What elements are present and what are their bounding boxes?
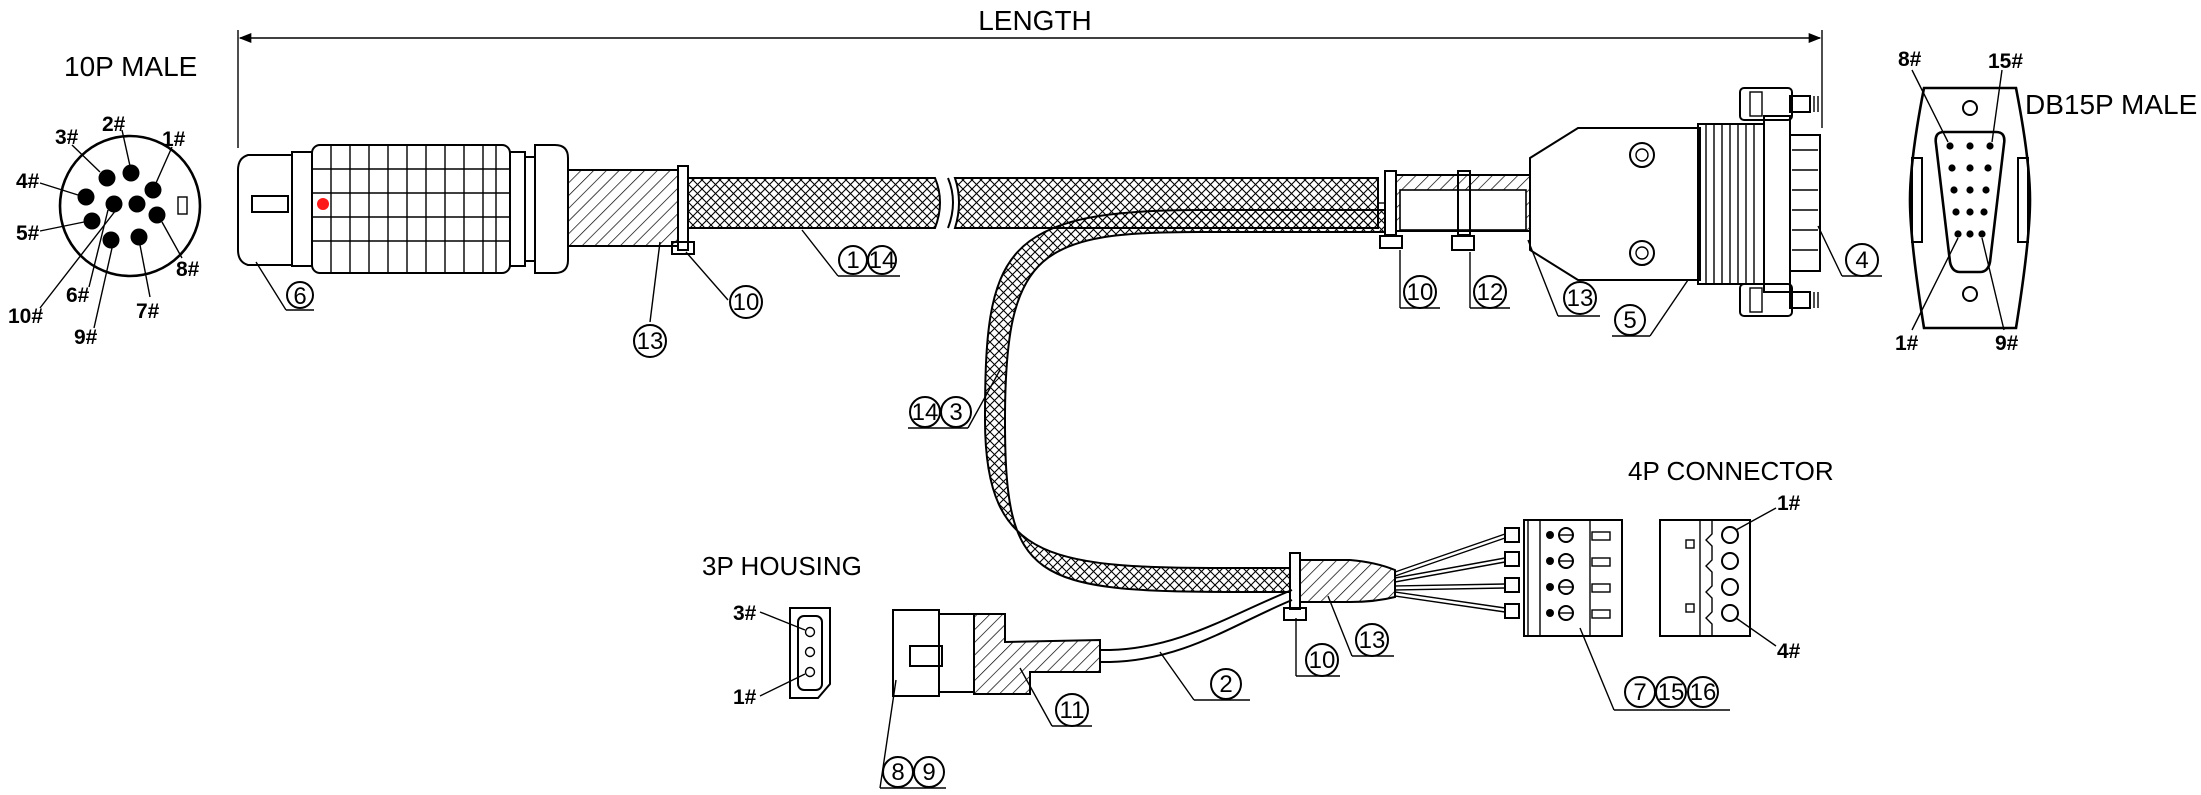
callout-13-left: 13 xyxy=(633,241,667,358)
length-label: LENGTH xyxy=(978,5,1092,36)
db15-pin-label: 8# xyxy=(1898,48,1922,71)
db15-male-face: DB15P MALE 8# 15# 1# 9# xyxy=(1895,48,2197,355)
p10-pin-label: 9# xyxy=(74,326,98,349)
db15-pin-label: 15# xyxy=(1988,50,2023,73)
callout-number: 9 xyxy=(922,759,935,786)
p10-pin-label: 1# xyxy=(162,128,186,151)
p10-pin-label: 7# xyxy=(136,300,160,323)
p4-connector-face: 4P CONNECTOR 1# 4# xyxy=(1628,456,1834,663)
p10-pin-label: 8# xyxy=(176,258,200,281)
p10-pins xyxy=(77,164,166,249)
p3-housing-face: 3P HOUSING 3# 1# xyxy=(702,551,862,709)
db15-pin-label: 1# xyxy=(1895,332,1919,355)
callout-number: 13 xyxy=(1359,627,1386,654)
callout-10-bottom: 10 xyxy=(1295,618,1340,677)
callout-2: 2 xyxy=(1159,651,1250,701)
p4-pin-label: 1# xyxy=(1777,492,1801,515)
callout-11: 11 xyxy=(1019,667,1092,727)
callout-number: 2 xyxy=(1219,671,1232,698)
callout-number: 10 xyxy=(1309,647,1336,674)
callout-number: 16 xyxy=(1690,679,1717,706)
label-band xyxy=(1451,170,1475,251)
p10-pin-label: 2# xyxy=(102,113,126,136)
callout-10-left: 10 xyxy=(685,251,763,319)
callout-number: 8 xyxy=(891,759,904,786)
callout-5: 5 xyxy=(1612,279,1689,337)
callout-8-9: 8 9 xyxy=(879,679,946,789)
heat-shrink-left xyxy=(567,169,679,247)
callout-number: 13 xyxy=(637,328,664,355)
callout-number: 3 xyxy=(949,399,962,426)
p10-pin-label: 6# xyxy=(66,284,90,307)
callout-1-14: 1 14 xyxy=(801,229,900,277)
callout-number: 13 xyxy=(1567,285,1594,312)
p3-pin-label: 3# xyxy=(733,602,757,625)
callout-number: 7 xyxy=(1633,679,1646,706)
callout-13-right: 13 xyxy=(1527,239,1600,317)
p10-pin-label: 5# xyxy=(16,222,40,245)
strain-relief xyxy=(1399,189,1527,231)
p4-plug xyxy=(1523,519,1623,637)
callout-14-3: 14 3 xyxy=(908,369,1001,429)
callout-12: 12 xyxy=(1469,252,1510,309)
p4-title: 4P CONNECTOR xyxy=(1628,456,1834,486)
heat-shrink-bottom xyxy=(1299,559,1396,603)
p10-pin-label: 10# xyxy=(8,305,43,328)
p10-title: 10P MALE xyxy=(64,51,197,82)
heat-shrink-3p xyxy=(973,613,1101,695)
cable-2 xyxy=(1100,589,1293,663)
callout-number: 6 xyxy=(293,283,306,310)
p3-title: 3P HOUSING xyxy=(702,551,862,581)
p3-pin-label: 1# xyxy=(733,686,757,709)
db15-backshell xyxy=(1529,87,1821,317)
length-dimension: LENGTH xyxy=(237,5,1823,148)
callout-number: 1 xyxy=(846,247,859,274)
callout-number: 15 xyxy=(1658,679,1685,706)
callout-6: 6 xyxy=(255,261,314,311)
db15-title: DB15P MALE xyxy=(2025,89,2197,120)
braided-sleeve-left xyxy=(687,177,941,229)
braided-branch xyxy=(983,209,1386,593)
callout-number: 11 xyxy=(1060,697,1085,724)
callout-number: 5 xyxy=(1623,307,1636,334)
callout-number: 10 xyxy=(1407,279,1434,306)
db15-pin-label: 9# xyxy=(1995,332,2019,355)
p10-male-face: 10P MALE 1# 2# 3# xyxy=(8,51,202,349)
circular-connector xyxy=(237,144,569,274)
callout-4: 4 xyxy=(1817,225,1882,277)
p10-pin-label: 3# xyxy=(55,126,79,149)
callout-number: 4 xyxy=(1855,247,1868,274)
key-dot xyxy=(317,198,329,210)
p3-plug xyxy=(892,609,975,697)
callout-number: 14 xyxy=(869,247,896,274)
callout-13-bottom: 13 xyxy=(1327,595,1394,657)
callout-number: 12 xyxy=(1477,279,1504,306)
callout-7-15-16: 7 15 16 xyxy=(1579,627,1730,711)
callout-number: 10 xyxy=(733,289,760,316)
p10-pin-label: 4# xyxy=(16,170,40,193)
fanout-wires xyxy=(1394,527,1520,619)
callout-number: 14 xyxy=(912,399,939,426)
p4-pin-label: 4# xyxy=(1777,640,1801,663)
callout-10-right: 10 xyxy=(1399,250,1440,309)
